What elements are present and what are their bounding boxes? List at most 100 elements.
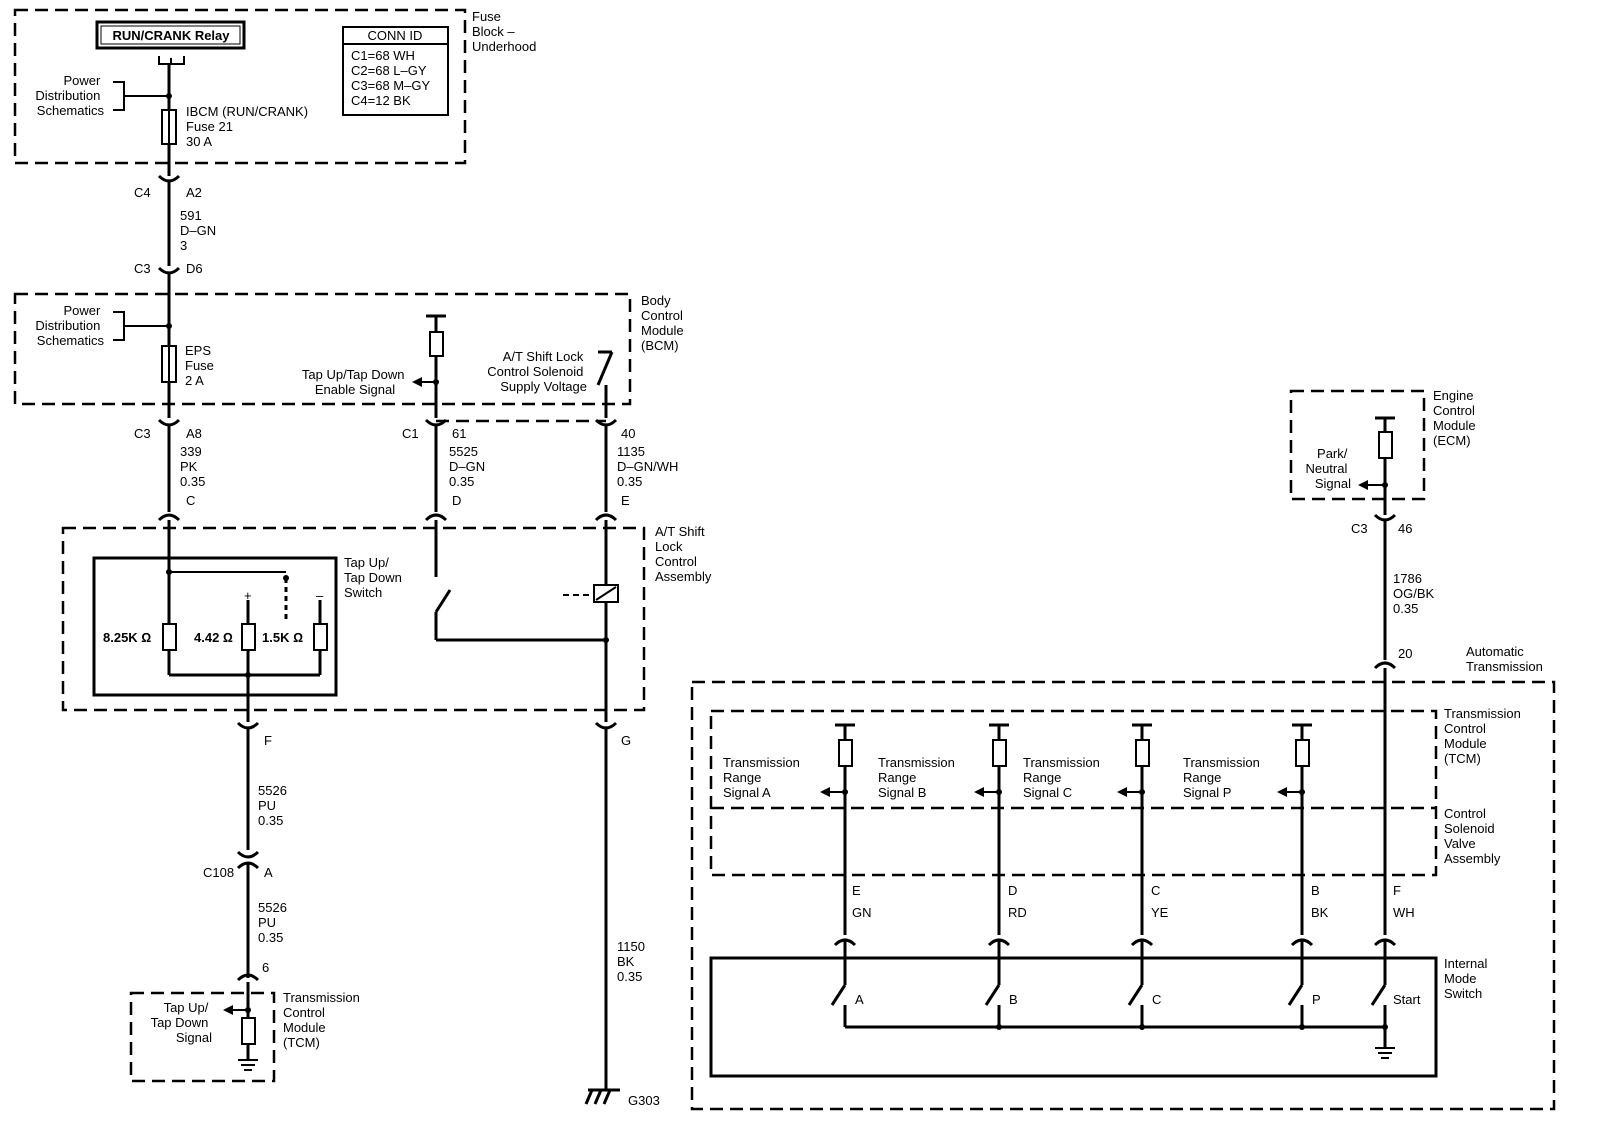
wire-5525-label: 5525 D–GN 0.35 [449, 444, 489, 489]
tcm-right-outline [709, 709, 1438, 877]
range-a-resistor [838, 739, 853, 767]
ims-pin-e: E [852, 883, 861, 898]
auto-trans-outline [690, 680, 1556, 1111]
ims-pin-b: B [1311, 883, 1320, 898]
solenoid-valve-title: Control Solenoid Valve Assembly [1444, 806, 1501, 866]
shift-lock-switch [434, 589, 452, 613]
range-p-resistor [1295, 739, 1310, 767]
range-c-resistor [1135, 739, 1150, 767]
tap-signal-arrow [223, 1005, 233, 1015]
connector-tcm-6 [236, 973, 260, 982]
ecm-c3-label: C3 [1351, 521, 1368, 536]
tcm-right-title: Transmission Control Module (TCM) [1444, 706, 1524, 766]
ecm-title: Engine Control Module (ECM) [1433, 388, 1479, 448]
connector-ims-d [987, 938, 1011, 947]
range-circuit-p: Transmission Range Signal P [1183, 723, 1312, 935]
tap-switch-title: Tap Up/ Tap Down Switch [344, 555, 405, 600]
resistor-1-5k [313, 623, 328, 651]
range-circuit-a: Transmission Range Signal A [723, 723, 855, 935]
range-signal-c-label: Transmission Range Signal C [1023, 755, 1103, 800]
resistor-1-5k-label: 1.5K Ω [262, 630, 303, 645]
ims-color-rd: RD [1008, 905, 1027, 920]
park-neutral-label: Park/ Neutral Signal [1305, 446, 1351, 491]
tcm-pulldown-resistor [241, 1017, 256, 1045]
pin-c-label: C [186, 493, 195, 508]
ims-color-gn: GN [852, 905, 872, 920]
g303-label: G303 [628, 1093, 660, 1108]
relay-contact-symbol [158, 56, 185, 65]
conn-id-list: C1=68 WH C2=68 L–GY C3=68 M–GY C4=12 BK [351, 48, 434, 108]
tap-switch-box [92, 556, 338, 697]
ims-switch-a-label: A [855, 992, 864, 1007]
connector-d [424, 513, 448, 522]
eps-fuse-label: EPS Fuse 2 A [185, 343, 218, 388]
wire-339-label: 339 PK 0.35 [180, 444, 205, 489]
fuse-block-outline [13, 8, 467, 165]
internal-mode-switch-title: Internal Mode Switch [1444, 956, 1491, 1001]
pin-61-label: 61 [452, 426, 466, 441]
ims-switch-p-label: P [1312, 992, 1321, 1007]
tcm-pin-6-label: 6 [262, 960, 269, 975]
resistor-4-42 [241, 623, 256, 651]
bcm-pullup-resistor [429, 331, 444, 357]
connector-c108 [236, 850, 260, 859]
pin-f-label: F [264, 733, 272, 748]
wire-5526-b-label: 5526 PU 0.35 [258, 900, 291, 945]
ims-color-bk: BK [1311, 905, 1329, 920]
minus-sign: – [316, 588, 324, 603]
ims-pin-c: C [1151, 883, 1160, 898]
ims-switch-c-label: C [1152, 992, 1161, 1007]
range-signal-a-label: Transmission Range Signal A [723, 755, 803, 800]
wire-591-label: 591 D–GN 3 [180, 208, 220, 253]
plus-sign: + [244, 588, 252, 603]
d6-label: D6 [186, 261, 203, 276]
ims-color-wh: WH [1393, 905, 1415, 920]
ims-switch-c [1127, 984, 1144, 1006]
run-crank-relay-inner [100, 25, 241, 45]
resistor-8-25k [162, 623, 177, 651]
a8-label: A8 [186, 426, 202, 441]
shift-lock-assembly-title: A/T Shift Lock Control Assembly [655, 524, 712, 584]
connector-ims-e [833, 938, 857, 947]
tap-enable-arrow [412, 377, 422, 387]
conn-id-box [342, 26, 449, 116]
run-crank-relay-label: RUN/CRANK Relay [112, 28, 230, 43]
range-signal-b-label: Transmission Range Signal B [878, 755, 958, 800]
bcm-outline [13, 292, 632, 406]
ecm-pullup-resistor [1378, 431, 1393, 459]
ims-pin-d: D [1008, 883, 1017, 898]
power-dist-label-bcm: Power Distribution Schematics [35, 303, 104, 348]
wire-1786-label: 1786 OG/BK 0.35 [1393, 571, 1438, 616]
chassis-ground-symbol [584, 1088, 620, 1105]
ims-switch-b-label: B [1009, 992, 1018, 1007]
fuse-21-label: IBCM (RUN/CRANK) Fuse 21 30 A [186, 104, 312, 149]
internal-mode-switch-box [709, 956, 1438, 1078]
conn-id-title: CONN ID [368, 28, 423, 43]
fuse-block-title: Fuse Block – Underhood [472, 9, 536, 54]
ims-switch-b [984, 984, 1001, 1006]
power-dist-label-top: Power Distribution Schematics [35, 73, 104, 118]
resistor-4-42-label: 4.42 Ω [194, 630, 233, 645]
ims-pin-f: F [1393, 883, 1401, 898]
pin-d-label: D [452, 493, 461, 508]
ims-switch-a [830, 984, 847, 1006]
range-circuit-c: Transmission Range Signal C [1023, 723, 1152, 935]
pin-40-label: 40 [621, 426, 635, 441]
tcm-left-outline [129, 991, 276, 1083]
bcm-title: Body Control Module (BCM) [641, 293, 687, 353]
power-dist-bracket-bcm [113, 311, 169, 341]
shift-lock-supply-switch [596, 351, 614, 386]
power-dist-bracket-top [113, 81, 169, 111]
ecm-outline [1289, 389, 1426, 501]
ims-ground-symbol [1375, 1047, 1395, 1059]
ims-switch-p [1287, 984, 1304, 1006]
ims-switch-start [1370, 984, 1387, 1006]
connector-20 [1373, 661, 1397, 670]
wire-5526-a-label: 5526 PU 0.35 [258, 783, 291, 828]
wire-1150-label: 1150 BK 0.35 [617, 939, 649, 984]
pin-e-label: E [621, 493, 630, 508]
c3-label-a8: C3 [134, 426, 151, 441]
pin-g-label: G [621, 733, 631, 748]
